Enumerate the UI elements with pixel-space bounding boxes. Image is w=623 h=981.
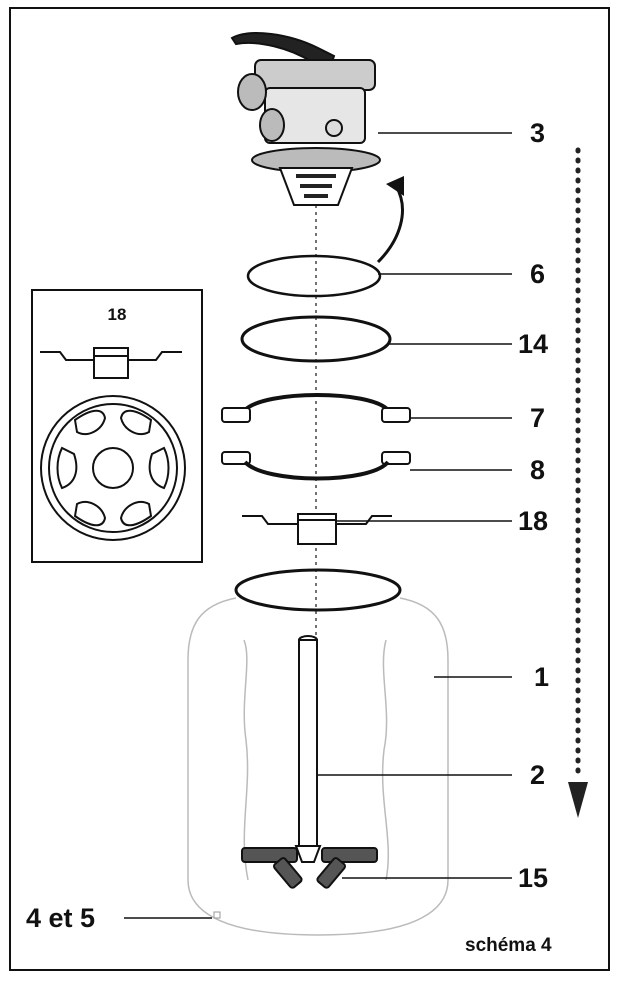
label-valve: 3 bbox=[530, 118, 545, 148]
label-standpipe: 2 bbox=[530, 760, 545, 790]
multiport-valve bbox=[230, 32, 381, 206]
label-drain: 4 et 5 bbox=[26, 903, 95, 933]
filter-tank bbox=[187, 568, 449, 936]
drain-plug bbox=[213, 911, 221, 919]
label-tank: 1 bbox=[534, 662, 549, 692]
curved-arrow-icon bbox=[376, 185, 404, 264]
standpipe bbox=[298, 635, 318, 851]
o-ring-large bbox=[240, 315, 392, 363]
label-diffuser: 18 bbox=[518, 506, 548, 536]
clamp-upper bbox=[221, 393, 411, 423]
clamp-lower bbox=[221, 451, 411, 481]
diffuser-detail-inset bbox=[31, 289, 203, 563]
diagram-frame bbox=[9, 7, 610, 971]
curved-arrow-head bbox=[386, 176, 404, 196]
caption: schéma 4 bbox=[465, 935, 552, 956]
laterals bbox=[241, 845, 378, 889]
assembly-direction-arrow bbox=[568, 147, 588, 818]
leader-lines bbox=[124, 132, 512, 919]
label-laterals: 15 bbox=[518, 863, 548, 893]
label-clamp-upper: 7 bbox=[530, 403, 545, 433]
diffuser bbox=[242, 513, 392, 545]
o-ring-small bbox=[246, 254, 382, 298]
label-clamp-lower: 8 bbox=[530, 455, 545, 485]
label-o-ring-small: 6 bbox=[530, 259, 545, 289]
inset-title: 18 bbox=[108, 305, 127, 324]
label-o-ring-large: 14 bbox=[518, 329, 548, 359]
